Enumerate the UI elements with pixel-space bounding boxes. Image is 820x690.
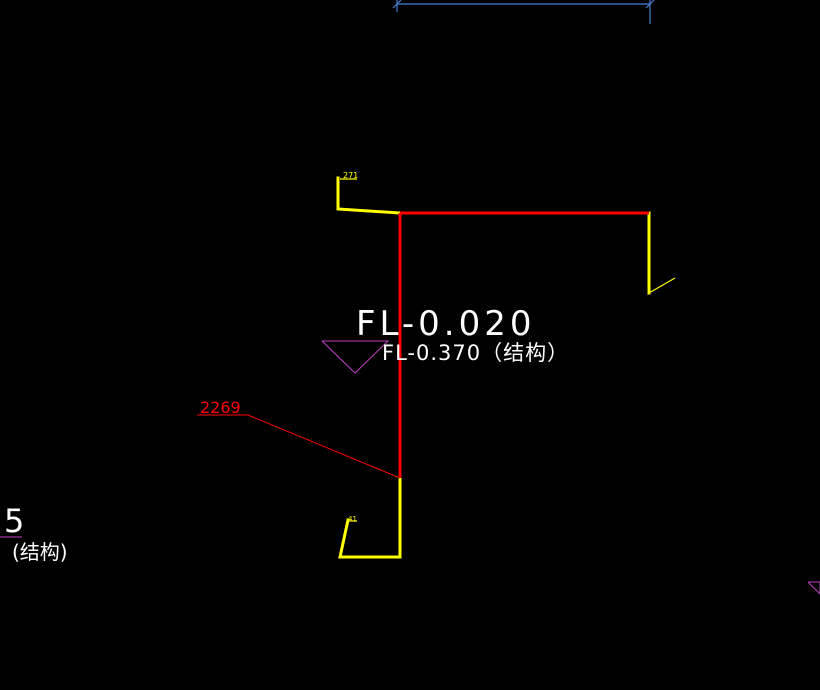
- rebar-bottom-hook: [338, 476, 402, 559]
- rebar-lines: [336, 176, 651, 559]
- left-edge-digit: 5: [4, 502, 24, 540]
- left-edge-structure-label: (结构): [12, 540, 68, 564]
- rebar-right-tail: [648, 277, 676, 294]
- rebar-thin-lines: [340, 178, 676, 522]
- level-symbol: [321, 340, 390, 374]
- right-edge-fragment: [807, 581, 820, 595]
- finish-level-label: FL-0.020: [356, 304, 536, 344]
- leader-diagonal: [247, 414, 401, 479]
- dimension-slash-right: [645, 0, 655, 9]
- top-dimension-line: [392, 0, 655, 24]
- leader-label: 2269: [200, 398, 241, 417]
- dimension-leader: [197, 414, 401, 479]
- structure-level-label: FL-0.370（结构）: [382, 341, 569, 365]
- rebar-bottom-tag: 41: [348, 515, 357, 523]
- rebar-top-left-hook: [336, 176, 402, 215]
- level-triangle: [321, 340, 390, 374]
- rebar-top-tag: 271: [343, 171, 358, 180]
- beam-outline: [398, 211, 649, 478]
- dimension-slash-left: [392, 0, 402, 9]
- right-edge-triangle-fragment: [807, 581, 820, 595]
